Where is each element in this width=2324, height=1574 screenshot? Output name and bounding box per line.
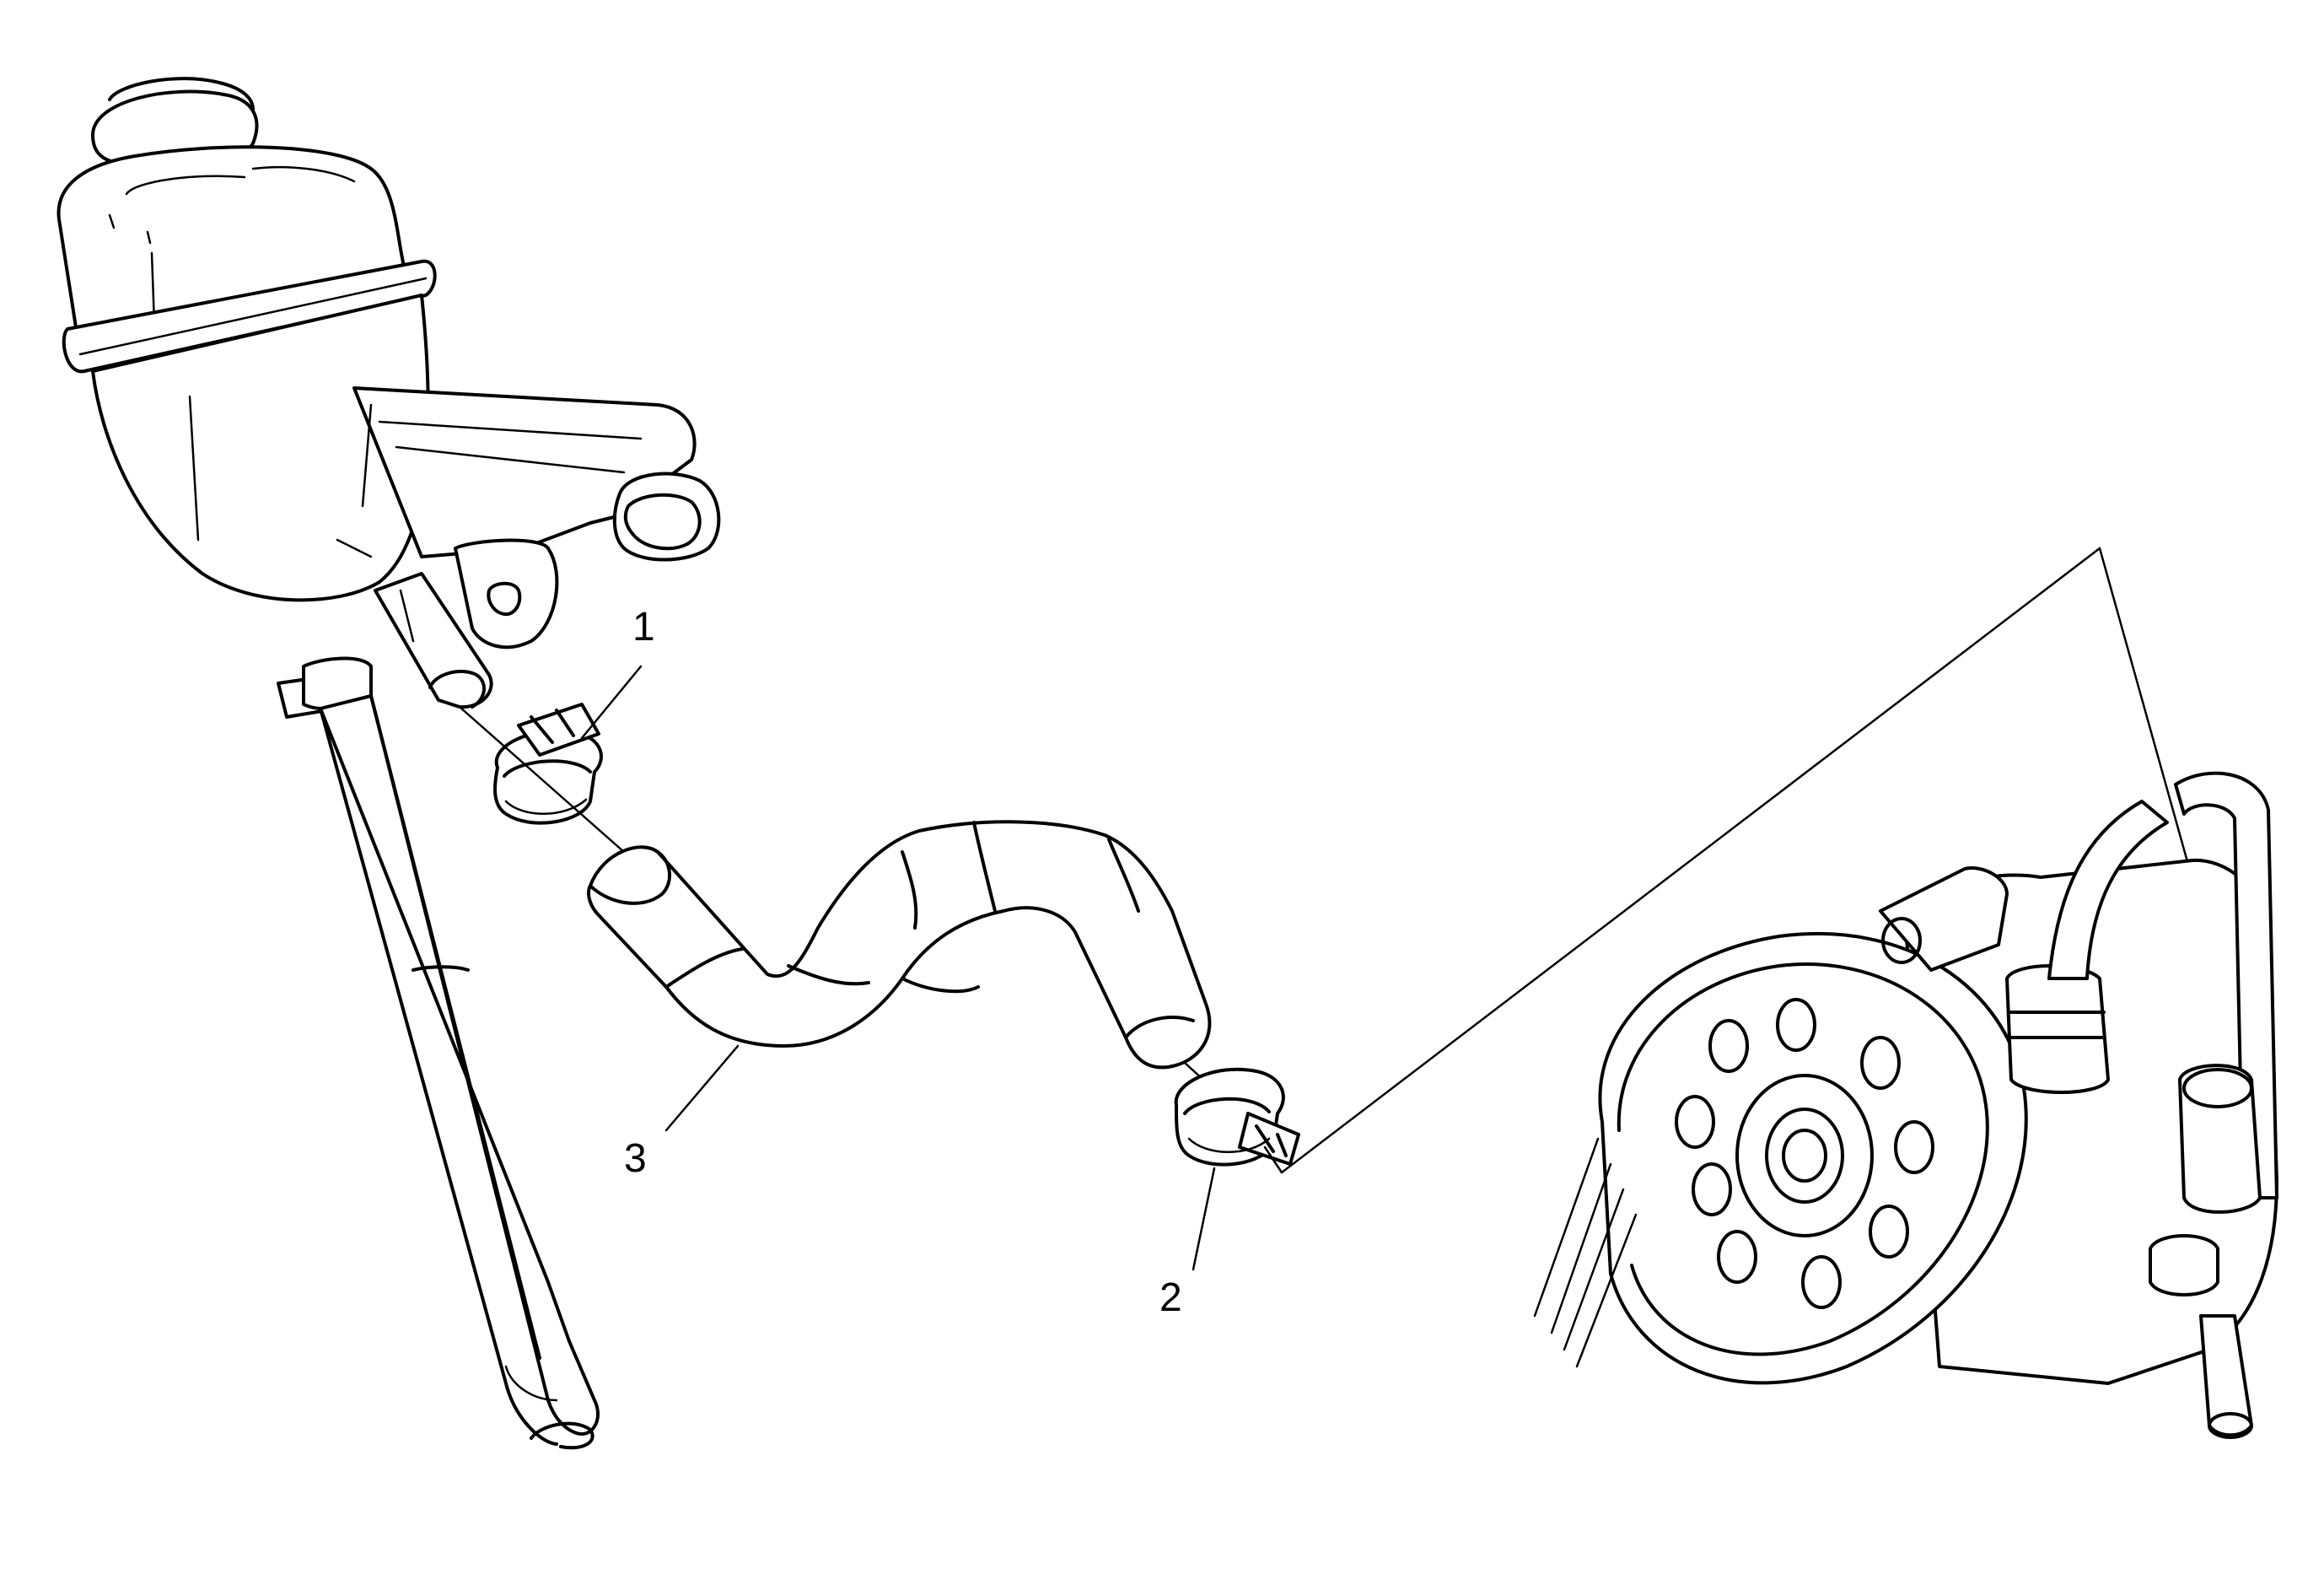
detail-view-line-left — [1263, 1145, 1283, 1174]
callout-3-leader — [664, 1044, 740, 1132]
callout-2-label: 2 — [1159, 1275, 1182, 1320]
pump-pulley — [1533, 931, 2028, 1385]
bracket-bolt — [612, 472, 721, 562]
callout-1-leader — [580, 665, 643, 740]
inlet-hose — [587, 820, 1212, 1070]
power-steering-reservoir — [56, 77, 721, 650]
alignment-guide-line-1 — [458, 705, 626, 854]
detail-view-line-top — [1280, 547, 2101, 1174]
return-hose — [319, 694, 600, 1450]
callout-2-leader — [1192, 1167, 1216, 1271]
callout-1-label: 1 — [632, 605, 655, 650]
hose-clamp-2 — [1174, 1067, 1300, 1167]
hose-clamp-1 — [493, 703, 603, 825]
power-steering-pump — [1533, 771, 2278, 1439]
callout-3-label: 3 — [624, 1136, 647, 1181]
